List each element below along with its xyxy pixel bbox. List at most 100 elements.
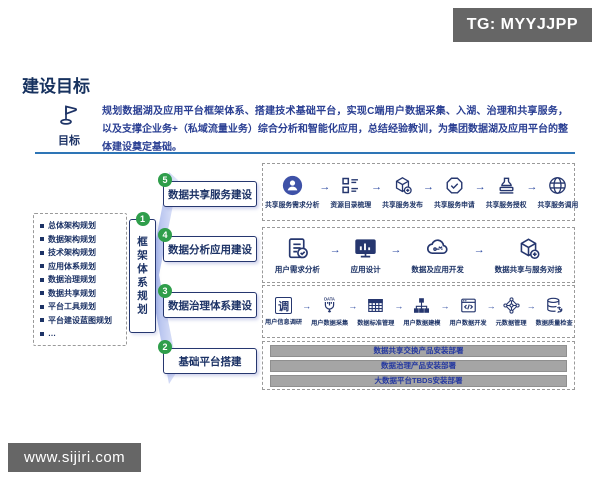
list-item: 总体架构规划 [40,219,124,233]
svg-text:DATA: DATA [324,296,335,301]
framework-label: 框架体系规划 [136,235,148,317]
arrow-right-icon [527,182,538,193]
list-item-label: 平台工具规划 [48,302,96,311]
deploy-bar: 数据治理产品安装部署 [270,359,567,372]
list-item-label: 应用体系规划 [48,261,96,271]
list-item-label: 数据共享规划 [48,288,96,298]
step-label: 用户数据采集 [311,320,349,327]
stage-bar-sharing-service: 5 数据共享服务建设 [158,173,257,207]
list-item-label: 总体架构规划 [48,221,96,230]
step-label: 元数据管理 [495,320,527,327]
flow-step: 共享服务授权 [486,175,527,209]
arrow-right-icon [302,302,311,311]
flow-step: 共享服务申请 [434,175,475,209]
framework-box: 1 框架体系规划 [129,212,156,333]
list-item-label: 数据架构规划 [48,234,96,244]
flow-box-analysis: 用户需求分析 应用设计 数据及应用开发 数据共 [262,227,575,283]
flag-icon [60,105,78,125]
step-label: 共享服务授权 [485,202,527,209]
flow-step: 共享服务发布 [382,175,423,209]
stage-label: 数据分析应用建设 [168,243,252,256]
tree-model-icon [414,298,430,313]
catalog-list-icon [342,177,359,194]
step-label: 用户信息调研 [265,319,303,326]
step-badge-3: 3 [158,284,172,298]
arrow-right-icon [391,245,402,256]
step-label: 资源目录梳理 [330,202,372,209]
seal-check-icon [446,177,463,194]
globe-icon [549,177,567,194]
description-text: 规划数据湖及应用平台框架体系、搭建技术基础平台，实现C端用户数据采集、入湖、治理… [102,106,568,153]
list-item: 应用体系规划 [40,260,124,274]
bullet-icon [40,318,44,323]
step-label: 应用设计 [350,264,381,274]
stage-bar-platform: 2 基础平台搭建 [158,340,257,374]
flow-box-governance: 调 用户信息调研 DATA 用户数据采集 数据标准管理 [262,285,575,338]
stamp-icon [499,177,514,194]
stage-label: 数据共享服务建设 [168,188,252,201]
arrow-right-icon [394,302,403,311]
step-label: 数据质量检查 [535,320,573,327]
arrow-right-icon [423,182,434,193]
list-item-label: … [48,329,56,338]
list-item: 平台建设蓝图规划 [40,314,124,328]
flow-step: 用户需求分析 [275,236,320,275]
stage-label: 基础平台搭建 [178,355,242,368]
arrow-right-icon [330,245,341,256]
deploy-bar: 数据共享交换产品安装部署 [270,344,567,357]
list-item: 数据架构规划 [40,233,124,247]
flow-step: 元数据管理 [496,296,527,327]
step-label: 共享服务调用 [537,202,579,209]
list-item-label: 数据治理规划 [48,275,96,284]
flow-step: 共享服务调用 [537,175,579,209]
step-badge-4: 4 [158,228,172,242]
database-wrench-icon [546,297,562,314]
stage-bar-analysis-app: 4 数据分析应用建设 [158,228,257,262]
network-graph-icon [502,297,520,314]
list-item-label: 平台建设蓝图规划 [48,315,112,325]
arrow-right-icon [441,302,450,311]
flow-box-sharing: 共享服务需求分析 资源目录梳理 共享服务发布 共享服务申请 [262,163,578,221]
monitor-chart-icon [355,238,376,257]
data-funnel-icon: DATA [324,296,335,313]
flow-step: 数据质量检查 [536,296,573,327]
flow-step: DATA 用户数据采集 [311,296,348,327]
flow-step: 调 用户信息调研 [265,297,302,326]
flow-step: 用户数据建模 [403,296,441,327]
watermark-bottom-left: www.sijiri.com [8,443,142,472]
table-grid-icon [368,299,384,312]
stage-label: 数据治理体系建设 [168,299,252,312]
flow-step: 应用设计 [351,236,381,275]
survey-char-icon: 调 [275,297,293,314]
cloud-dev-icon [427,238,448,254]
list-item-label: 技术架构规划 [48,248,96,257]
stage-bar-governance: 3 数据治理体系建设 [158,284,257,318]
bullet-icon [40,237,44,242]
flow-step: 资源目录梳理 [330,175,371,209]
list-item: … [40,327,124,341]
arrow-right-icon [371,182,382,193]
header-divider [35,152,575,154]
arrow-right-icon [319,182,330,193]
planning-list: 总体架构规划 数据架构规划 技术架构规划 应用体系规划 数据治理规划 数据共享规… [33,213,127,346]
step-label: 用户需求分析 [274,264,320,274]
flow-box-platform: 数据共享交换产品安装部署 数据治理产品安装部署 大数据平台TBDS安装部署 [262,341,575,390]
bullet-icon [40,304,44,309]
flow-step: 用户数据开发 [450,296,487,327]
arrow-right-icon [348,302,357,311]
arrow-right-icon [474,245,485,256]
list-item: 数据共享规划 [40,287,124,301]
page-title: 建设目标 [22,77,90,96]
list-item: 技术架构规划 [40,246,124,260]
list-item: 平台工具规划 [40,300,124,314]
flow-step: 数据标准管理 [357,296,394,327]
step-label: 用户数据开发 [449,320,487,327]
bullet-icon [40,250,44,255]
arrow-right-icon [487,302,496,311]
user-circle-icon [282,175,302,196]
step-label: 用户数据建模 [403,320,441,327]
goal-label: 目标 [58,135,80,147]
goal-block: 目标 [46,102,92,148]
list-item: 数据治理规划 [40,273,124,287]
step-label: 共享服务申请 [433,202,475,209]
